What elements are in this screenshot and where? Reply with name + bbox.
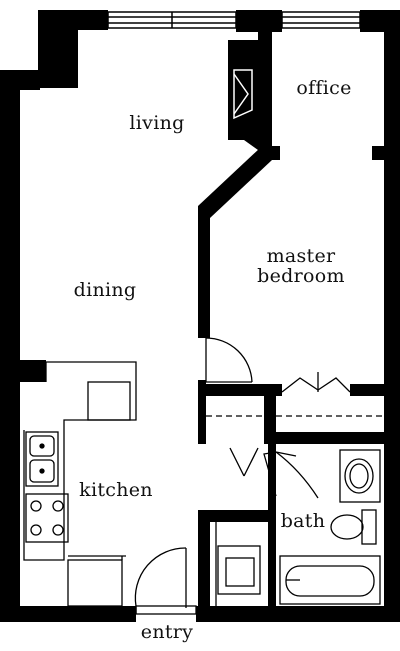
wall-office-left: [258, 30, 272, 158]
wall-bedroom-south-left: [198, 384, 282, 396]
bathtub-icon: [279, 555, 381, 605]
wall-office-bedroom-stub-right: [372, 146, 386, 160]
fireplace: [233, 69, 253, 120]
wall-storage-west: [198, 510, 210, 610]
kitchen-cabinet: [87, 381, 131, 421]
wall-storage-north: [198, 510, 276, 522]
windows: [107, 11, 361, 29]
label-master-line1: master: [267, 245, 336, 267]
label-office: office: [296, 77, 351, 99]
bath-fixtures: [279, 449, 381, 605]
wall-kitchen-stub: [18, 360, 46, 382]
wall-bottom-left: [0, 606, 136, 622]
wall-closet-west: [198, 396, 206, 444]
wall-right: [384, 10, 400, 610]
exterior-walls: [0, 10, 400, 622]
label-entry: entry: [141, 621, 193, 643]
laundry-closet: [215, 520, 261, 606]
wall-bottom-right: [196, 606, 400, 622]
wall-closet-south: [264, 432, 386, 444]
kitchen-fixtures: [23, 361, 137, 607]
entry-door[interactable]: [134, 547, 197, 615]
bath-door[interactable]: [229, 447, 319, 499]
refrigerator-icon: [67, 555, 126, 607]
interior-walls: [18, 30, 386, 610]
window-office: [281, 11, 361, 29]
closet-bifold-doors[interactable]: [281, 372, 351, 393]
doors: [134, 337, 386, 615]
wall-left-lower: [0, 360, 20, 610]
wall-top-left-block: [0, 10, 108, 88]
kitchen-sink-icon: [25, 431, 59, 487]
label-kitchen: kitchen: [79, 479, 153, 501]
wall-bedroom-south-right: [350, 384, 386, 396]
wall-bath-west: [268, 444, 276, 610]
bath-sink-icon: [339, 449, 381, 503]
wall-bedroom-west: [198, 206, 210, 338]
label-living: living: [129, 112, 184, 134]
room-labels: living office master bedroom dining kitc…: [74, 77, 352, 643]
label-master-line2: bedroom: [257, 265, 345, 287]
fireplace-surround: [228, 40, 258, 150]
bedroom-door[interactable]: [205, 337, 253, 383]
toilet-icon: [330, 509, 377, 545]
label-dining: dining: [74, 279, 137, 301]
label-bath: bath: [281, 510, 326, 532]
wall-top-mid: [236, 10, 282, 32]
wall-left: [0, 70, 20, 380]
stove-icon: [25, 493, 69, 543]
wall-bedroom-diagonal: [198, 148, 272, 218]
